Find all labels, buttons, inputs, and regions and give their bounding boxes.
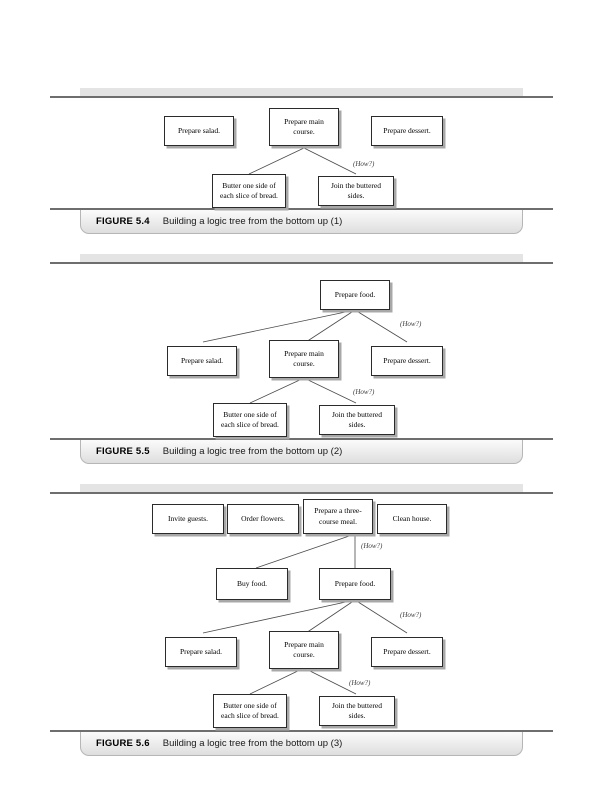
figure-number: FIGURE 5.4 — [96, 216, 150, 227]
figure-title: Building a logic tree from the bottom up… — [162, 446, 343, 457]
node-label: Order flowers. — [241, 513, 285, 523]
node-label: Prepare main course. — [284, 116, 324, 136]
figure-top-rule — [50, 262, 553, 264]
how-label: (How?) — [400, 320, 422, 328]
node-prepare-dessert[interactable]: Prepare dessert. — [371, 346, 443, 376]
node-butter-one-side[interactable]: Butter one side of each slice of bread. — [213, 403, 287, 437]
node-butter-one-side[interactable]: Butter one side of each slice of bread. — [213, 694, 287, 728]
figure-top-band — [80, 484, 523, 492]
node-label: Prepare dessert. — [383, 125, 431, 135]
node-prepare-main-course[interactable]: Prepare main course. — [269, 631, 339, 669]
node-label: Prepare main course. — [284, 639, 324, 659]
figure-caption-2: FIGURE 5.5 Building a logic tree from th… — [80, 440, 523, 464]
figure-title: Building a logic tree from the bottom up… — [162, 738, 343, 749]
figure-top-band — [80, 254, 523, 262]
figure-top-rule — [50, 96, 553, 98]
figure-5-6: Invite guests. Order flowers. Prepare a … — [0, 484, 602, 756]
how-label: (How?) — [400, 611, 422, 619]
node-prepare-three-course-meal[interactable]: Prepare a three-course meal. — [303, 499, 373, 534]
node-clean-house[interactable]: Clean house. — [377, 504, 447, 534]
figure-top-rule — [50, 492, 553, 494]
node-prepare-salad[interactable]: Prepare salad. — [164, 116, 234, 146]
node-join-buttered-sides[interactable]: Join the buttered sides. — [319, 696, 395, 726]
node-prepare-food[interactable]: Prepare food. — [319, 568, 391, 600]
node-label: Clean house. — [392, 513, 432, 523]
node-label: Butter one side of each slice of bread. — [221, 409, 279, 429]
figure-bottom-rule — [50, 730, 553, 732]
node-label: Prepare salad. — [177, 125, 221, 135]
node-label: Prepare salad. — [180, 355, 224, 365]
figure-top-band — [80, 88, 523, 96]
node-prepare-food[interactable]: Prepare food. — [320, 280, 390, 310]
node-label: Join the buttered sides. — [331, 180, 381, 200]
node-buy-food[interactable]: Buy food. — [216, 568, 288, 600]
logic-tree-diagram-3: Invite guests. Order flowers. Prepare a … — [0, 494, 602, 728]
node-butter-one-side[interactable]: Butter one side of each slice of bread. — [212, 174, 286, 208]
figure-bottom-rule — [50, 438, 553, 440]
node-prepare-dessert[interactable]: Prepare dessert. — [371, 116, 443, 146]
how-label: (How?) — [361, 542, 383, 550]
how-label: (How?) — [353, 388, 375, 396]
figure-number: FIGURE 5.6 — [96, 738, 150, 749]
logic-tree-diagram-1: Prepare salad. Prepare main course. Prep… — [0, 98, 602, 208]
node-label: Prepare dessert. — [383, 355, 431, 365]
node-label: Buy food. — [237, 578, 267, 588]
node-label: Prepare food. — [334, 289, 376, 299]
how-label: (How?) — [353, 160, 375, 168]
figure-bottom-rule — [50, 208, 553, 210]
node-invite-guests[interactable]: Invite guests. — [152, 504, 224, 534]
logic-tree-diagram-2: Prepare food. Prepare salad. Prepare mai… — [0, 264, 602, 437]
node-label: Prepare a three-course meal. — [314, 506, 362, 526]
node-label: Prepare dessert. — [383, 646, 431, 656]
how-label: (How?) — [349, 679, 371, 687]
node-label: Butter one side of each slice of bread. — [221, 700, 279, 720]
node-label: Join the buttered sides. — [332, 700, 382, 720]
node-prepare-salad[interactable]: Prepare salad. — [167, 346, 237, 376]
node-label: Invite guests. — [168, 513, 208, 523]
node-label: Join the buttered sides. — [332, 409, 382, 429]
figure-5-4: Prepare salad. Prepare main course. Prep… — [0, 88, 602, 234]
figure-5-5: Prepare food. Prepare salad. Prepare mai… — [0, 254, 602, 464]
connector-lines-1 — [248, 147, 357, 175]
node-join-buttered-sides[interactable]: Join the buttered sides. — [319, 405, 395, 435]
node-label: Prepare salad. — [179, 646, 223, 656]
figure-caption-1: FIGURE 5.4 Building a logic tree from th… — [80, 210, 523, 234]
node-label: Butter one side of each slice of bread. — [220, 180, 278, 200]
node-prepare-salad[interactable]: Prepare salad. — [165, 637, 237, 667]
node-prepare-dessert[interactable]: Prepare dessert. — [371, 637, 443, 667]
connector-lines-2 — [202, 309, 408, 404]
node-prepare-main-course[interactable]: Prepare main course. — [269, 340, 339, 378]
figure-caption-3: FIGURE 5.6 Building a logic tree from th… — [80, 732, 523, 756]
node-prepare-main-course[interactable]: Prepare main course. — [269, 108, 339, 146]
figure-title: Building a logic tree from the bottom up… — [162, 216, 343, 227]
node-label: Prepare food. — [334, 578, 376, 588]
node-label: Prepare main course. — [284, 348, 324, 368]
figure-number: FIGURE 5.5 — [96, 446, 150, 457]
node-join-buttered-sides[interactable]: Join the buttered sides. — [318, 176, 394, 206]
node-order-flowers[interactable]: Order flowers. — [227, 504, 299, 534]
connector-lines-3 — [202, 533, 408, 695]
